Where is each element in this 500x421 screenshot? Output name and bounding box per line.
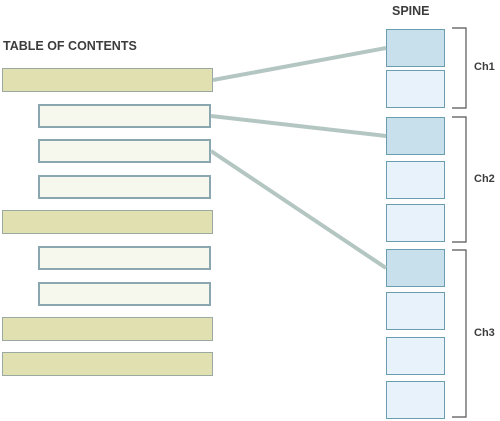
spine-item <box>386 204 445 242</box>
toc-to-spine-connector <box>212 46 387 82</box>
toc-entry-chapter <box>2 68 213 92</box>
toc-entry-section <box>38 175 211 199</box>
spine-item-chapter-start <box>386 249 445 287</box>
spine-item <box>386 161 445 199</box>
spine-title: SPINE <box>392 4 430 18</box>
spine-item-chapter-start <box>386 29 445 67</box>
spine-item-chapter-start <box>386 117 445 155</box>
toc-entry-section <box>38 246 211 270</box>
toc-title: TABLE OF CONTENTS <box>3 39 137 53</box>
toc-to-spine-connector <box>210 114 387 138</box>
toc-entry-section <box>38 104 211 128</box>
chapter-label-ch3: Ch3 <box>474 326 495 339</box>
toc-entry-section <box>38 282 211 306</box>
toc-to-spine-connector <box>209 149 388 270</box>
spine-item <box>386 70 445 108</box>
spine-item <box>386 337 445 375</box>
chapter-label-ch1: Ch1 <box>474 61 495 73</box>
spine-item <box>386 292 445 330</box>
toc-entry-section <box>38 139 211 163</box>
toc-entry-chapter <box>2 352 213 376</box>
chapter-bracket <box>452 27 467 109</box>
toc-entry-chapter <box>2 210 213 234</box>
chapter-bracket <box>452 249 467 418</box>
chapter-bracket <box>452 116 467 243</box>
spine-item <box>386 381 445 419</box>
chapter-label-ch2: Ch2 <box>474 172 495 185</box>
toc-entry-chapter <box>2 317 213 341</box>
